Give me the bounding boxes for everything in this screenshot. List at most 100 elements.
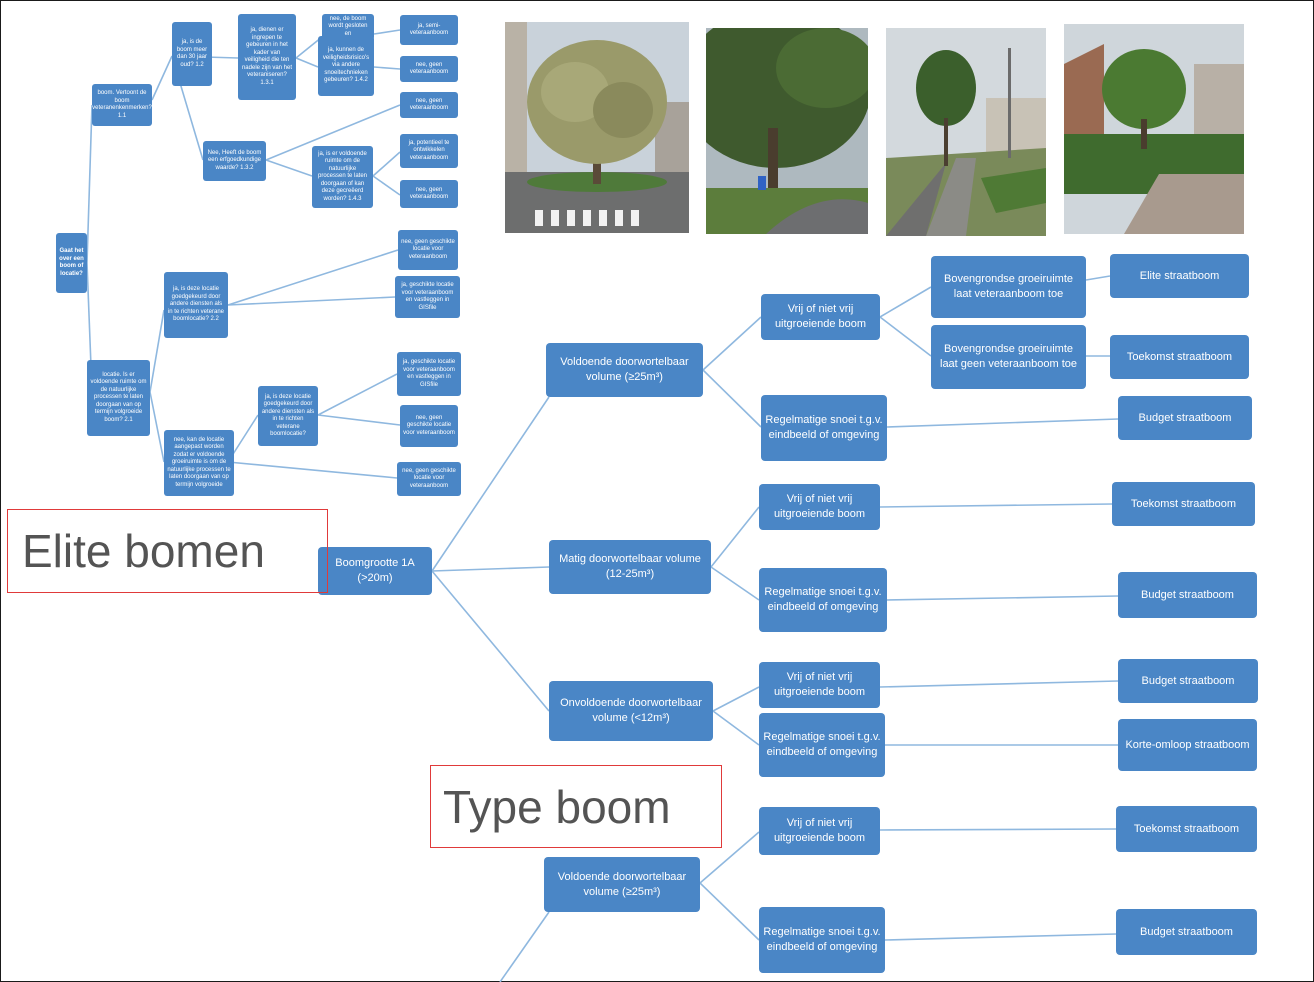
connector [372, 175, 401, 196]
mini-node-geen1: nee, geen veteraanboom [400, 56, 458, 82]
connector [227, 461, 398, 479]
mini-node-locatie: locatie. Is er voldoende ruimte om de na… [87, 360, 150, 436]
connector [879, 503, 1113, 508]
connector [702, 316, 762, 371]
leaf-label: Budget straatboom [1141, 674, 1235, 687]
mini-node-geen-locatie2: nee, geen geschikte locatie voor veteraa… [400, 405, 458, 447]
mini-node-label: nee, kan de locatie aangepast worden zod… [167, 436, 231, 488]
node-vol-high: Voldoende doorwortelbaar volume (≥25m³) [546, 343, 703, 397]
mini-node-label: nee, geen veteraanboom [409, 186, 449, 201]
leaf-elite-straatboom: Elite straatboom [1110, 254, 1249, 298]
photo-roundabout-tree [505, 22, 689, 233]
connector [227, 296, 396, 306]
mini-node-geschikt1: ja, geschikte locatie voor veteraanboom … [395, 276, 460, 318]
mini-node-label: ja, is de boom meer dan 30 jaar oud? 1.2 [176, 39, 208, 68]
mini-root-label: Gaat het over een boom of locatie? [59, 248, 84, 277]
mini-node-aangepast: nee, kan de locatie aangepast worden zod… [164, 430, 234, 496]
node-boomgrootte: Boomgrootte 1A (>20m) [318, 547, 432, 595]
mini-node-label: boom. Vertoont de boom veteranenkenmerke… [92, 90, 152, 119]
callout-label: Elite bomen [22, 525, 265, 577]
mini-node-label: locatie. Is er voldoende ruimte om de na… [90, 371, 147, 423]
mini-node-potentieel: ja, potentieel te ontwikkelen veteraanbo… [400, 134, 458, 168]
connector [317, 414, 401, 426]
connector [712, 710, 760, 746]
connector [149, 391, 165, 463]
connector [431, 396, 550, 572]
callout-label: Type boom [443, 780, 671, 833]
node-vrij-4: Vrij of niet vrij uitgroeiende boom [759, 807, 880, 855]
leaf-budget-straatboom-4: Budget straatboom [1116, 909, 1257, 955]
connector [227, 249, 399, 306]
mini-node-geen2: nee, geen veteraanboom [400, 92, 458, 118]
mini-node-label: nee, geen geschikte locatie voor veteraa… [403, 414, 455, 436]
mini-node-goedgekeurd1: ja, is deze locatie goedgekeurd door and… [164, 272, 228, 338]
leaf-label: Korte-omloop straatboom [1125, 738, 1250, 751]
node-vol-high-2: Voldoende doorwortelbaar volume (≥25m³) [544, 857, 700, 912]
mini-node-label: nee, de boom wordt gesloten en [328, 15, 368, 37]
mini-node-label: ja, kunnen de veiligheidsrisico's via an… [322, 47, 370, 84]
connector [884, 933, 1117, 941]
photo-garden-tree [1064, 24, 1244, 234]
connector [879, 286, 932, 318]
mini-node-geschikt2: ja, geschikte locatie voor veteraanboom … [397, 352, 461, 396]
mini-node-label: ja, geschikte locatie voor veteraanboom … [401, 282, 454, 311]
node-label: Regelmatige snoei t.g.v. eindbeeld of om… [763, 731, 881, 758]
node-label: Regelmatige snoei t.g.v. eindbeeld of om… [765, 414, 883, 441]
node-label: Vrij of niet vrij uitgroeiende boom [774, 303, 867, 330]
mini-node-kunnen: ja, kunnen de veiligheidsrisico's via an… [318, 36, 374, 96]
mini-node-label: Nee, Heeft de boom een erfgoedkundige wa… [207, 149, 262, 171]
connector [886, 418, 1119, 428]
connector [86, 104, 93, 264]
node-label: Voldoende doorwortelbaar volume (≥25m³) [560, 356, 689, 383]
leaf-label: Toekomst straatboom [1133, 822, 1240, 835]
connector [373, 29, 401, 35]
mini-node-goedgekeurd2: ja, is deze locatie goedgekeurd door and… [258, 386, 318, 446]
connector [431, 566, 550, 572]
node-snoei-4: Regelmatige snoei t.g.v. eindbeeld of om… [759, 907, 885, 973]
connector [710, 506, 760, 568]
node-vrij-3: Vrij of niet vrij uitgroeiende boom [759, 662, 880, 708]
mini-node-gesloten: nee, de boom wordt gesloten en [322, 14, 374, 40]
connector [499, 911, 550, 982]
callout-type-boom: Type boom [430, 765, 722, 848]
leaf-label: Toekomst straatboom [1130, 497, 1237, 510]
mini-node-label: nee, geen geschikte locatie voor veteraa… [402, 467, 456, 489]
mini-node-processen: ja, is er voldoende ruimte om de natuurl… [312, 146, 373, 208]
leaf-budget-straatboom-1: Budget straatboom [1118, 396, 1252, 440]
mini-node-label: nee, geen veteraanboom [409, 61, 449, 76]
leaf-label: Elite straatboom [1139, 269, 1220, 282]
mini-node-geen-locatie1: nee, geen geschikte locatie voor veteraa… [398, 230, 458, 270]
mini-node-label: ja, dienen er ingrepen te gebeuren in he… [241, 27, 293, 86]
leaf-label: Toekomst straatboom [1126, 350, 1233, 363]
connector [295, 57, 319, 68]
mini-node-label: nee, geen geschikte locatie voor veteraa… [401, 238, 455, 260]
leaf-korte-omloop-straatboom: Korte-omloop straatboom [1118, 719, 1257, 771]
connector [372, 151, 401, 177]
connector [151, 55, 173, 101]
photo-street-trees [886, 28, 1046, 236]
connector [879, 828, 1117, 831]
leaf-budget-straatboom-2: Budget straatboom [1118, 572, 1257, 618]
connector [710, 566, 760, 601]
node-snoei-2: Regelmatige snoei t.g.v. eindbeeld of om… [759, 568, 887, 632]
node-snoei-3: Regelmatige snoei t.g.v. eindbeeld of om… [759, 713, 885, 777]
node-label: Bovengrondse groeiruimte laat geen veter… [940, 343, 1077, 370]
leaf-budget-straatboom-3: Budget straatboom [1118, 659, 1258, 703]
mini-node-boom: boom. Vertoont de boom veteranenkenmerke… [92, 84, 152, 126]
connector [149, 309, 165, 393]
connector [886, 595, 1119, 601]
mini-node-erfgoed: Nee, Heeft de boom een erfgoedkundige wa… [203, 141, 266, 181]
connector [879, 316, 932, 357]
mini-node-geen3: nee, geen veteraanboom [400, 180, 458, 208]
node-label: Onvoldoende doorwortelbaar volume (<12m³… [560, 697, 702, 724]
leaf-label: Budget straatboom [1140, 925, 1233, 938]
mini-node-label: nee, geen veteraanboom [409, 97, 449, 112]
node-vrij-2: Vrij of niet vrij uitgroeiende boom [759, 484, 880, 530]
node-label: Regelmatige snoei t.g.v. eindbeeld of om… [764, 586, 882, 613]
mini-node-label: ja, semi-veteraanboom [409, 22, 449, 37]
connector [295, 36, 323, 59]
leaf-toekomst-straatboom-2: Toekomst straatboom [1112, 482, 1255, 526]
node-label: Vrij of niet vrij uitgroeiende boom [773, 493, 866, 520]
mini-node-semi: ja, semi-veteraanboom [400, 15, 458, 45]
